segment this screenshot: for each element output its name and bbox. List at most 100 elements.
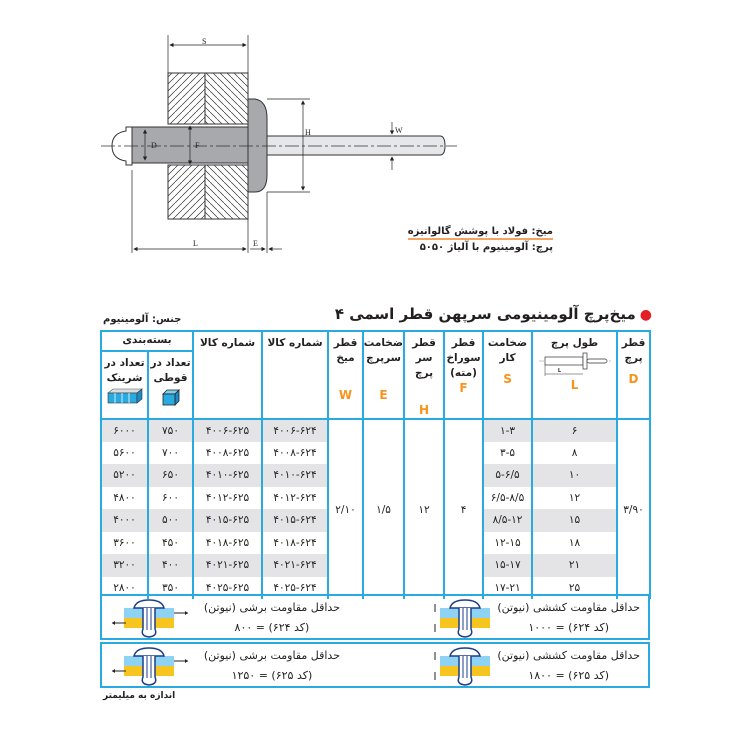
header-f: قطر سوراخ (مته)F	[443, 330, 485, 420]
length-cell: ۱۲	[531, 486, 619, 509]
mandrel-material: میخ: فولاد با پوشش گالوانیزه	[407, 226, 553, 240]
code-624-cell: ۴۰۰۸-۶۲۴	[261, 441, 330, 464]
svg-text:L: L	[557, 368, 561, 374]
dimension-lines	[131, 35, 395, 253]
workpiece-plates	[167, 72, 249, 220]
label-d: D	[151, 141, 157, 150]
grip-range-cell: ۱۷-۲۱	[482, 576, 534, 599]
label-w: W	[395, 126, 403, 135]
code-624-cell: ۴۰۲۱-۶۲۴	[261, 554, 330, 577]
grip-range-cell: ۱۲-۱۵	[482, 531, 534, 554]
code-624-cell: ۴۰۲۵-۶۲۴	[261, 576, 330, 599]
header-code-625: شماره کالا	[192, 330, 264, 420]
length-cell: ۶	[531, 419, 619, 442]
length-cell: ۲۱	[531, 554, 619, 577]
label-s: S	[202, 37, 206, 46]
code-624-cell: ۴۰۰۶-۶۲۴	[261, 419, 330, 442]
rivet-body	[111, 98, 446, 193]
box-qty-cell: ۴۰۰	[147, 554, 195, 577]
length-cell: ۲۵	[531, 576, 619, 599]
bullet-icon: ●	[639, 307, 652, 323]
code-624-cell: ۴۰۱۵-۶۲۴	[261, 509, 330, 532]
header-l: طول پرچ L L	[531, 330, 619, 420]
tensile-icon	[432, 646, 492, 686]
label-h: H	[305, 128, 311, 137]
length-cell: ۸	[531, 441, 619, 464]
shrink-qty-cell: ۶۰۰۰	[99, 419, 150, 442]
strength-row-624: حداقل مقاومت کششی (نیوتن)(کد ۶۲۴) = ۱۰۰۰…	[100, 594, 650, 640]
grip-range-cell: ۵-۶/۵	[482, 464, 534, 487]
section-title: ●میخ‌پرچ آلومینیومی سرپهن قطر اسمی ۴	[334, 305, 652, 323]
head-thickness-cell: ۱/۵	[362, 419, 406, 599]
body-material: پرچ: آلومینیوم با آلیاژ ۵۰۵۰	[419, 242, 553, 253]
grip-range-cell: ۱-۳	[482, 419, 534, 442]
box-qty-cell: ۶۰۰	[147, 486, 195, 509]
grip-range-cell: ۳-۵	[482, 441, 534, 464]
length-cell: ۱۸	[531, 531, 619, 554]
grip-range-cell: ۶/۵-۸/۵	[482, 486, 534, 509]
rivet-diagram: S D F H W L E	[101, 35, 457, 253]
box-qty-cell: ۳۵۰	[147, 576, 195, 599]
grip-range-cell: ۸/۵-۱۲	[482, 509, 534, 532]
code-625-cell: ۴۰۱۲-۶۲۵	[192, 486, 264, 509]
head-diameter-cell: ۱۲	[403, 419, 446, 599]
box-qty-cell: ۵۰۰	[147, 509, 195, 532]
code-625-cell: ۴۰۰۶-۶۲۵	[192, 419, 264, 442]
tensile-icon	[432, 598, 492, 638]
box-qty-cell: ۷۰۰	[147, 441, 195, 464]
shear-icon	[110, 646, 190, 686]
code-624-cell: ۴۰۱۲-۶۲۴	[261, 486, 330, 509]
code-625-cell: ۴۰۰۸-۶۲۵	[192, 441, 264, 464]
material-label: جنس: آلومینیوم	[103, 314, 182, 325]
shrink-qty-cell: ۲۸۰۰	[99, 576, 150, 599]
code-624-cell: ۴۰۱۰-۶۲۴	[261, 464, 330, 487]
box-qty-cell: ۴۵۰	[147, 531, 195, 554]
code-625-cell: ۴۰۲۵-۶۲۵	[192, 576, 264, 599]
length-cell: ۱۵	[531, 509, 619, 532]
code-625-cell: ۴۰۱۵-۶۲۵	[192, 509, 264, 532]
drill-diameter-cell: ۴	[443, 419, 485, 599]
grip-range-cell: ۱۵-۱۷	[482, 554, 534, 577]
tensile-strength-625: حداقل مقاومت کششی (نیوتن)(کد ۶۲۵) = ۱۸۰۰	[497, 649, 640, 682]
code-625-cell: ۴۰۱۸-۶۲۵	[192, 531, 264, 554]
shrink-qty-cell: ۳۲۰۰	[99, 554, 150, 577]
rivet-length-icon: L	[538, 352, 611, 376]
shear-strength-624: حداقل مقاومت برشی (نیوتن)(کد ۶۲۴) = ۸۰۰	[203, 601, 340, 634]
code-625-cell: ۴۰۲۱-۶۲۵	[192, 554, 264, 577]
mandrel-diameter-cell: ۲/۱۰	[327, 419, 365, 599]
box-icon	[161, 388, 180, 406]
label-l: L	[193, 239, 198, 248]
code-624-cell: ۴۰۱۸-۶۲۴	[261, 531, 330, 554]
rivet-diameter-cell: ۳/۹۰	[616, 419, 652, 599]
header-packaging: بسته‌بندی	[99, 330, 195, 352]
shrink-qty-cell: ۴۰۰۰	[99, 509, 150, 532]
length-cell: ۱۰	[531, 464, 619, 487]
box-qty-cell: ۶۵۰	[147, 464, 195, 487]
header-shrink-qty: تعداد در شرینک	[99, 349, 150, 421]
label-f: F	[195, 141, 200, 150]
shear-icon	[110, 598, 190, 638]
strength-row-625: حداقل مقاومت کششی (نیوتن)(کد ۶۲۵) = ۱۸۰۰…	[100, 642, 650, 688]
box-qty-cell: ۷۵۰	[147, 419, 195, 442]
label-e: E	[253, 239, 258, 248]
units-note: اندازه به میلیمتر	[103, 691, 176, 701]
code-625-cell: ۴۰۱۰-۶۲۵	[192, 464, 264, 487]
shrink-pack-icon	[106, 388, 143, 404]
shrink-qty-cell: ۵۲۰۰	[99, 464, 150, 487]
shrink-qty-cell: ۵۶۰۰	[99, 441, 150, 464]
shrink-qty-cell: ۴۸۰۰	[99, 486, 150, 509]
shrink-qty-cell: ۳۶۰۰	[99, 531, 150, 554]
